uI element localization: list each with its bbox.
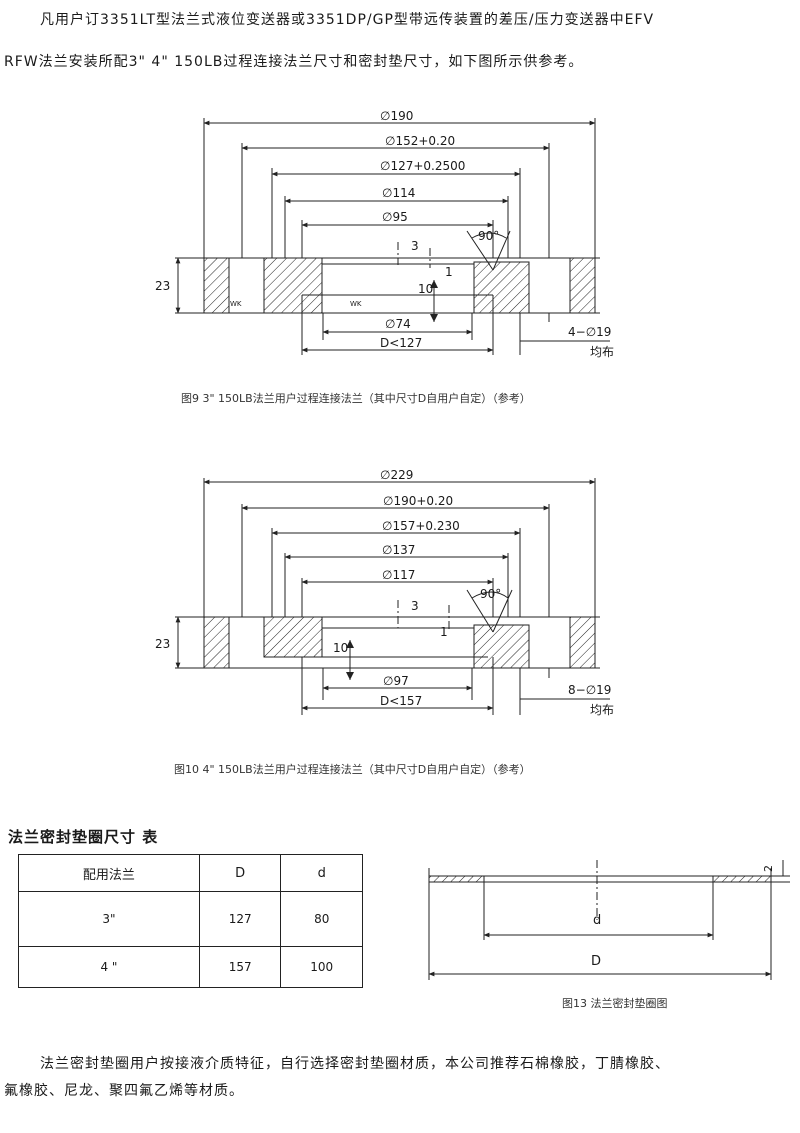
fig9-dim-127: ∅127+0.2500 [380, 159, 465, 173]
fig10-dim-137: ∅137 [382, 543, 415, 557]
fig13-dim-d: d [593, 913, 601, 928]
fig9-dim-152: ∅152+0.20 [385, 134, 455, 148]
fig9-holes: 4−∅19 [568, 325, 611, 339]
fig13-dim-D: D [591, 954, 601, 969]
fig9-wk-1: WK [230, 300, 242, 308]
table-row: 4 " 157 100 [18, 946, 363, 988]
fig13-caption: 图13 法兰密封垫圈图 [562, 997, 668, 1010]
fig9-angle: 90° [478, 229, 499, 243]
gasket-table: 配用法兰 D d 3" 127 80 4 " 157 100 [18, 854, 363, 988]
gasket-section-title: 法兰密封垫圈尺寸 表 [8, 828, 159, 846]
fig10-dim-190: ∅190+0.20 [383, 494, 453, 508]
table-cell: 80 [280, 891, 363, 947]
fig9-caption: 图9 3" 150LB法兰用户过程连接法兰（其中尺寸D自用户自定）（参考） [181, 392, 531, 405]
table-cell: 127 [198, 891, 282, 947]
fig9-dim-23: 23 [155, 279, 170, 293]
fig9-dim-114: ∅114 [382, 186, 415, 200]
fig10-dim-117: ∅117 [382, 568, 415, 582]
table-header-flange: 配用法兰 [18, 854, 200, 892]
footer-line-2: 氟橡胶、尼龙、聚四氟乙烯等材质。 [4, 1083, 244, 1099]
fig9-dim-D: D<127 [380, 336, 422, 350]
footer-line-1: 法兰密封垫圈用户按接液介质特征，自行选择密封垫圈材质，本公司推荐石棉橡胶，丁腈橡… [40, 1056, 670, 1072]
fig10-holes: 8−∅19 [568, 683, 611, 697]
fig9-dim-10: 10 [418, 282, 433, 296]
fig9-dim-95: ∅95 [382, 210, 408, 224]
fig10-holes-note: 均布 [590, 703, 614, 717]
fig10-dim-1: 1 [440, 625, 448, 639]
fig9-dim-3: 3 [411, 239, 419, 253]
table-cell: 4 " [18, 946, 200, 988]
table-row: 3" 127 80 [18, 891, 363, 947]
figure-13-drawing: 2 d D [428, 860, 790, 980]
fig9-dim-1: 1 [445, 265, 453, 279]
fig10-dim-229: ∅229 [380, 468, 413, 482]
table-cell: 157 [198, 946, 282, 988]
fig10-dim-97: ∅97 [383, 674, 409, 688]
fig10-dim-157: ∅157+0.230 [382, 519, 460, 533]
fig10-dim-3: 3 [411, 599, 419, 613]
intro-line-1: 凡用户订3351LT型法兰式液位变送器或3351DP/GP型带远传装置的差压/压… [40, 12, 655, 28]
figure-10-drawing: ∅229 ∅190+0.20 ∅157+0.230 ∅137 ∅117 90° … [155, 468, 614, 717]
intro-line-2: RFW法兰安装所配3" 4" 150LB过程连接法兰尺寸和密封垫尺寸，如下图所示… [4, 54, 584, 70]
fig13-dim-2: 2 [762, 865, 775, 872]
fig9-dim-74: ∅74 [385, 317, 411, 331]
table-cell: 100 [280, 946, 363, 988]
fig10-dim-10: 10 [333, 641, 348, 655]
figure-9-drawing: ∅190 ∅152+0.20 ∅127+0.2500 ∅114 ∅95 90° … [155, 109, 614, 359]
fig9-dim-190: ∅190 [380, 109, 413, 123]
fig10-dim-D: D<157 [380, 694, 422, 708]
fig10-dim-23: 23 [155, 637, 170, 651]
fig9-holes-note: 均布 [590, 345, 614, 359]
fig9-wk-2: WK [350, 300, 362, 308]
fig10-caption: 图10 4" 150LB法兰用户过程连接法兰（其中尺寸D自用户自定）（参考） [174, 763, 531, 776]
table-cell: 3" [18, 891, 200, 947]
table-header-row: 配用法兰 D d [18, 854, 363, 892]
fig10-angle: 90° [480, 587, 501, 601]
